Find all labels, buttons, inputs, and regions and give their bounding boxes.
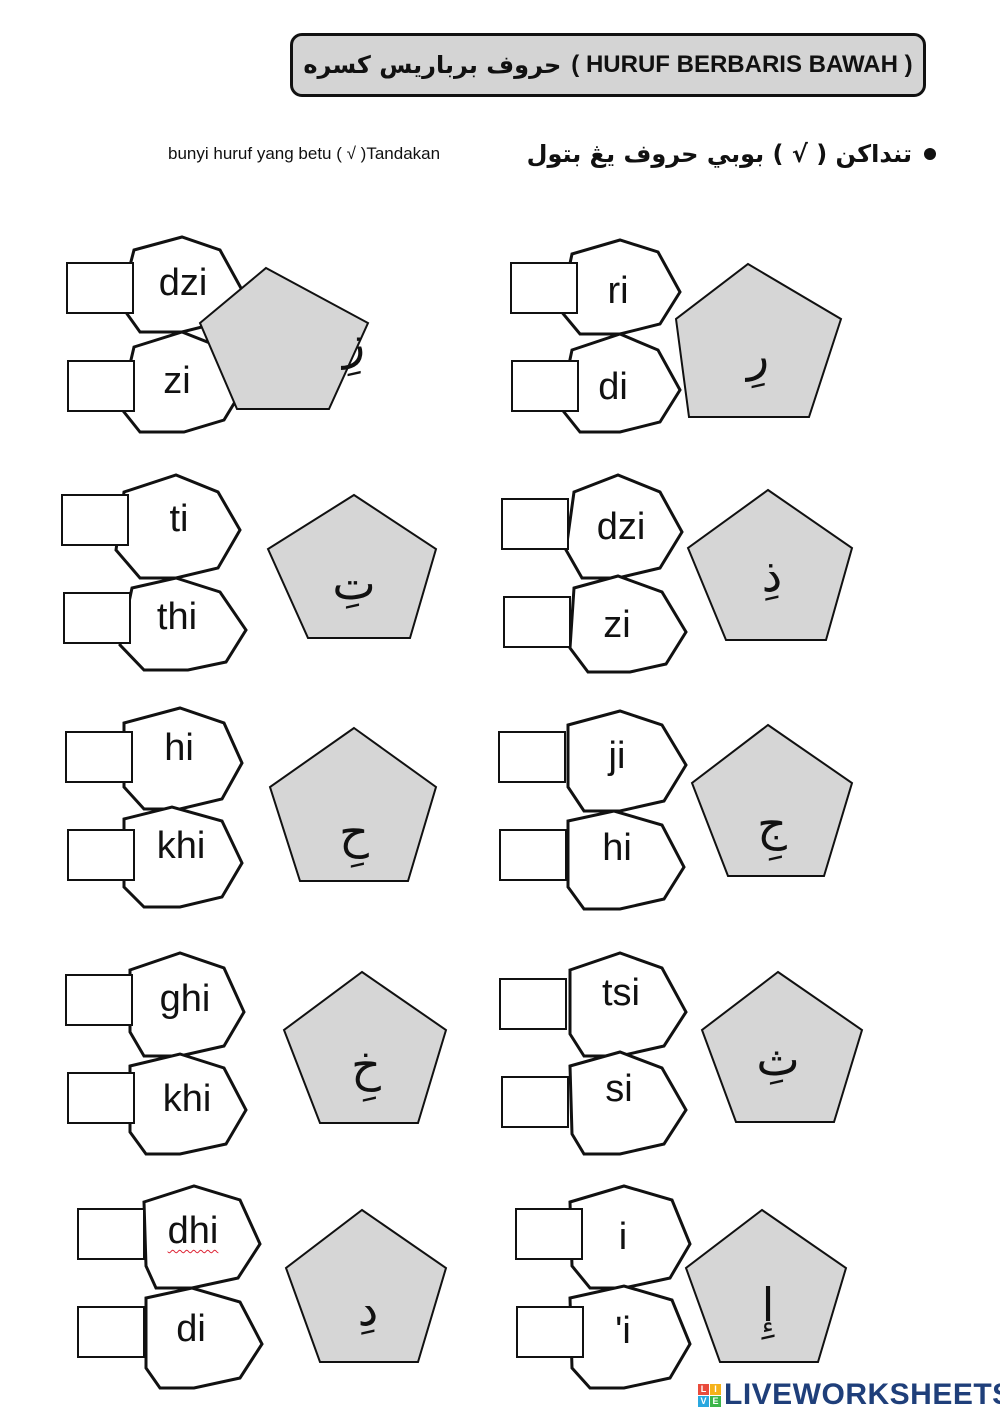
option-label: di	[598, 366, 628, 408]
answer-checkbox[interactable]	[499, 829, 567, 881]
option-label: dzi	[596, 506, 646, 548]
answer-checkbox[interactable]	[77, 1208, 145, 1260]
pentagon-icon	[674, 262, 843, 418]
exercise-item: dzi zi ذِ	[500, 470, 920, 680]
arabic-letter: حِ	[339, 805, 369, 859]
logo-block: I	[710, 1383, 721, 1395]
instruction-arabic-text: تنداكن ( √ ) بوبي حروف يڠ بتول	[526, 140, 912, 168]
exercise-item: dhi di دِ	[74, 1182, 494, 1392]
logo-block: V	[698, 1395, 709, 1407]
exercise-item: dzi zi زِ	[62, 232, 482, 442]
arabic-letter: إِ	[761, 1278, 775, 1332]
answer-checkbox[interactable]	[516, 1306, 584, 1358]
shape-group	[122, 706, 438, 909]
arabic-letter: تِ	[332, 556, 376, 610]
option-label: hi	[602, 827, 632, 869]
answer-checkbox[interactable]	[61, 494, 129, 546]
option-label: dhi	[167, 1210, 219, 1252]
option-label: ghi	[159, 978, 211, 1020]
option-label: thi	[156, 596, 198, 638]
pentagon-icon	[282, 970, 448, 1124]
shape-group	[142, 1184, 448, 1390]
shape-group	[568, 1184, 848, 1390]
answer-checkbox[interactable]	[77, 1306, 145, 1358]
answer-checkbox[interactable]	[501, 498, 569, 550]
option-label: ti	[169, 498, 189, 540]
answer-checkbox[interactable]	[66, 262, 134, 314]
logo-blocks-icon: L I V E	[698, 1383, 721, 1407]
option-label: si	[605, 1068, 633, 1110]
answer-checkbox[interactable]	[511, 360, 579, 412]
exercise-item: i 'i إِ	[512, 1182, 932, 1392]
pentagon-icon	[198, 266, 370, 410]
pentagon-icon	[266, 493, 438, 639]
liveworksheets-logo: L I V E LIVEWORKSHEETS	[698, 1378, 1000, 1412]
arabic-letter: جِ	[757, 797, 787, 851]
shape-group	[118, 235, 370, 434]
exercise-item: ji hi جِ	[496, 703, 916, 913]
option-label: ri	[607, 270, 629, 312]
pentagon-icon	[700, 970, 864, 1123]
exercise-item: hi khi حِ	[62, 703, 482, 913]
shape-group	[568, 951, 864, 1156]
pentagon-icon	[684, 1208, 848, 1363]
instruction-latin: bunyi huruf yang betu ( √ )Tandakan	[168, 144, 441, 163]
option-label: ji	[608, 735, 626, 777]
exercise-item: ti thi تِ	[58, 470, 478, 680]
answer-checkbox[interactable]	[510, 262, 578, 314]
option-label: zi	[163, 360, 191, 402]
answer-checkbox[interactable]	[65, 731, 133, 783]
bullet-icon	[924, 148, 936, 160]
logo-block: L	[698, 1383, 709, 1395]
worksheet-title: حروف برباريس كسره ( HURUF BERBARIS BAWAH…	[290, 33, 926, 97]
arabic-letter: ذِ	[761, 548, 783, 602]
answer-checkbox[interactable]	[503, 596, 571, 648]
shape-group	[128, 951, 448, 1156]
instruction-arabic: تنداكن ( √ ) بوبي حروف يڠ بتول	[527, 136, 936, 172]
option-label: khi	[162, 1078, 212, 1120]
option-label: hi	[164, 727, 194, 769]
option-label: tsi	[602, 972, 640, 1014]
option-label: khi	[156, 825, 206, 867]
exercise-item: tsi si ثِ	[496, 950, 916, 1160]
logo-text: LIVEWORKSHEETS	[724, 1378, 1000, 1411]
answer-checkbox[interactable]	[498, 731, 566, 783]
answer-checkbox[interactable]	[65, 974, 133, 1026]
answer-checkbox[interactable]	[515, 1208, 583, 1260]
pentagon-icon	[690, 723, 854, 877]
shape-group	[566, 709, 854, 911]
option-label: dzi	[158, 262, 208, 304]
answer-checkbox[interactable]	[67, 829, 135, 881]
option-label: di	[176, 1308, 206, 1350]
answer-checkbox[interactable]	[67, 1072, 135, 1124]
answer-checkbox[interactable]	[501, 1076, 569, 1128]
answer-checkbox[interactable]	[499, 978, 567, 1030]
option-label: i	[618, 1216, 628, 1258]
arabic-letter: ثِ	[756, 1032, 800, 1086]
arabic-letter: رِ	[746, 328, 770, 382]
pentagon-icon	[686, 488, 854, 641]
answer-checkbox[interactable]	[63, 592, 131, 644]
title-arabic: حروف برباريس كسره	[303, 51, 562, 79]
pentagon-icon	[268, 726, 438, 882]
arabic-letter: دِ	[357, 1282, 379, 1336]
logo-block: E	[710, 1395, 721, 1407]
exercise-item: ri di رِ	[508, 232, 928, 442]
answer-checkbox[interactable]	[67, 360, 135, 412]
exercise-item: ghi khi خِ	[62, 950, 482, 1160]
option-label: 'i	[615, 1310, 631, 1352]
shape-group	[564, 473, 854, 674]
pentagon-icon	[284, 1208, 448, 1363]
arabic-letter: خِ	[351, 1038, 381, 1092]
shape-group	[114, 473, 438, 672]
arabic-letter: زِ	[342, 316, 366, 370]
shape-group	[558, 238, 843, 434]
title-latin: ( HURUF BERBARIS BAWAH )	[571, 51, 913, 78]
option-label: zi	[603, 604, 631, 646]
